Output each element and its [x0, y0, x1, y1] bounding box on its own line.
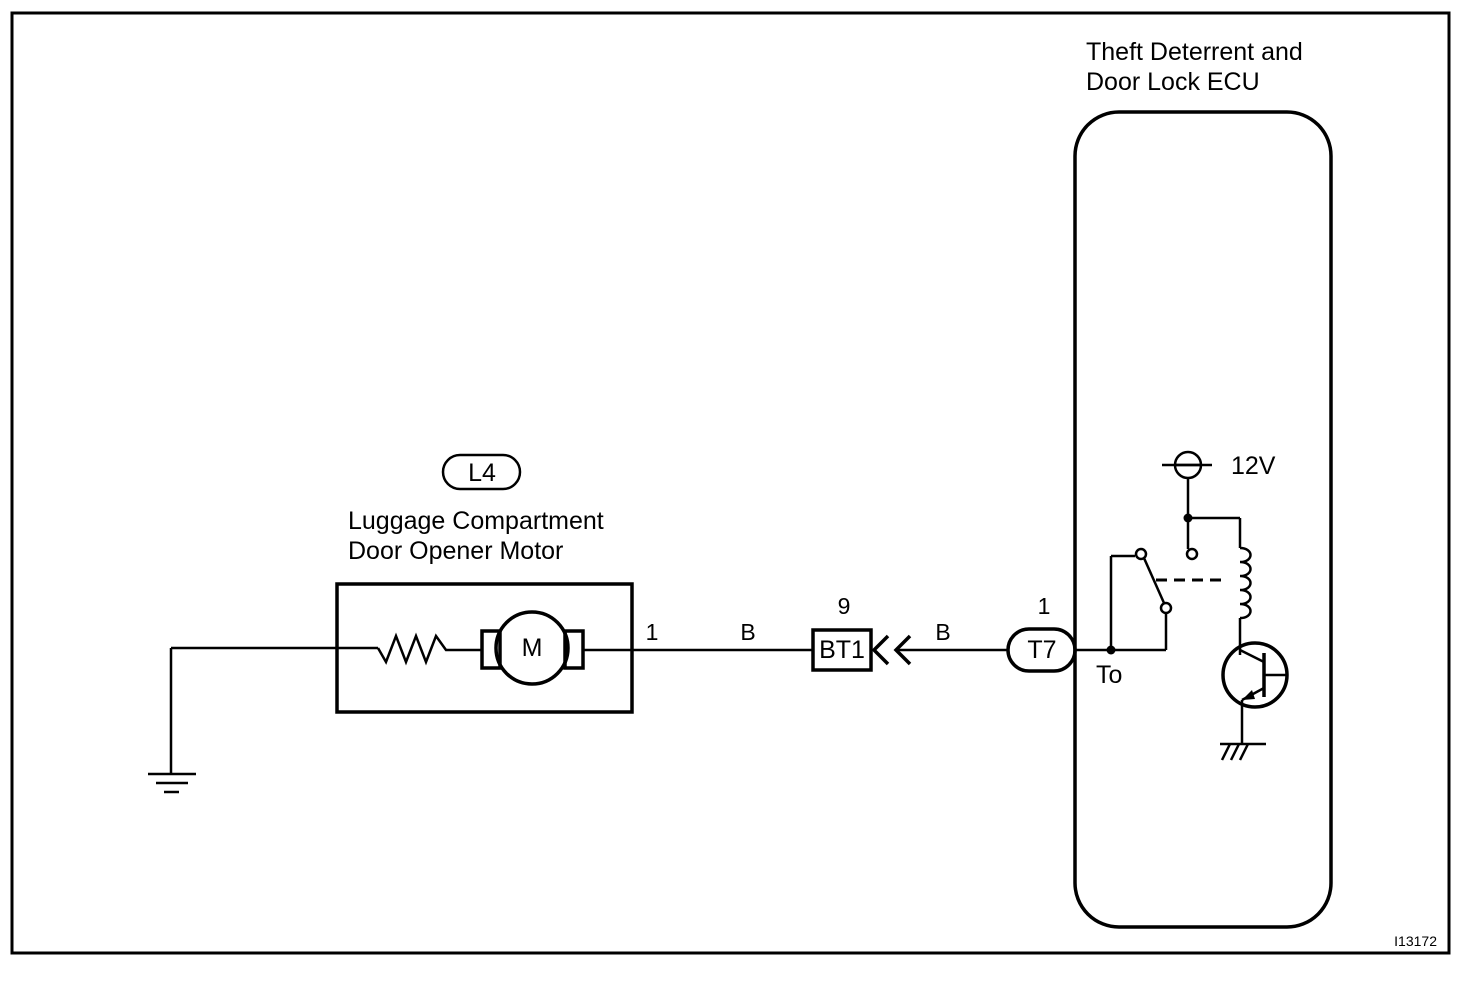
motor-symbol-label: M — [522, 634, 543, 662]
junction-connector-label: BT1 — [819, 636, 865, 664]
junction-connector-box — [811, 628, 873, 672]
relay-coil-icon — [1239, 546, 1252, 620]
motor-connector-badge — [441, 453, 522, 491]
motor-pin-label: 1 — [646, 619, 659, 645]
motor-connector-label: L4 — [468, 459, 496, 487]
ecu-ground-icon — [1220, 742, 1266, 761]
ecu-terminal-name-label: To — [1096, 661, 1122, 689]
motor-component-box — [335, 582, 634, 714]
ecu-title-line2: Door Lock ECU — [1086, 68, 1260, 96]
motor-name-line1: Luggage Compartment — [348, 507, 604, 535]
chassis-ground-icon — [148, 648, 196, 794]
ecu-terminal-pin-label: 1 — [1038, 593, 1051, 619]
motor-icon — [480, 610, 585, 686]
junction-pin-label: 9 — [838, 593, 851, 619]
supply-voltage-label: 12V — [1231, 452, 1276, 480]
figure-id-label: I13172 — [1394, 933, 1437, 949]
relay-switch-icon — [1134, 547, 1199, 615]
right-wire-color-label: B — [935, 619, 950, 645]
transistor-icon — [1221, 641, 1289, 709]
resistor-icon — [376, 632, 482, 666]
ecu-title-line1: Theft Deterrent and — [1086, 38, 1303, 66]
ecu-internal-circuit: 12V — [1075, 450, 1289, 761]
ecu-outline — [1073, 110, 1333, 929]
ecu-connector-label: T7 — [1027, 636, 1056, 664]
power-supply-icon — [1162, 450, 1212, 480]
motor-name-line2: Door Opener Motor — [348, 537, 563, 565]
left-wire-color-label: B — [740, 619, 755, 645]
diagram-frame — [10, 11, 1451, 955]
